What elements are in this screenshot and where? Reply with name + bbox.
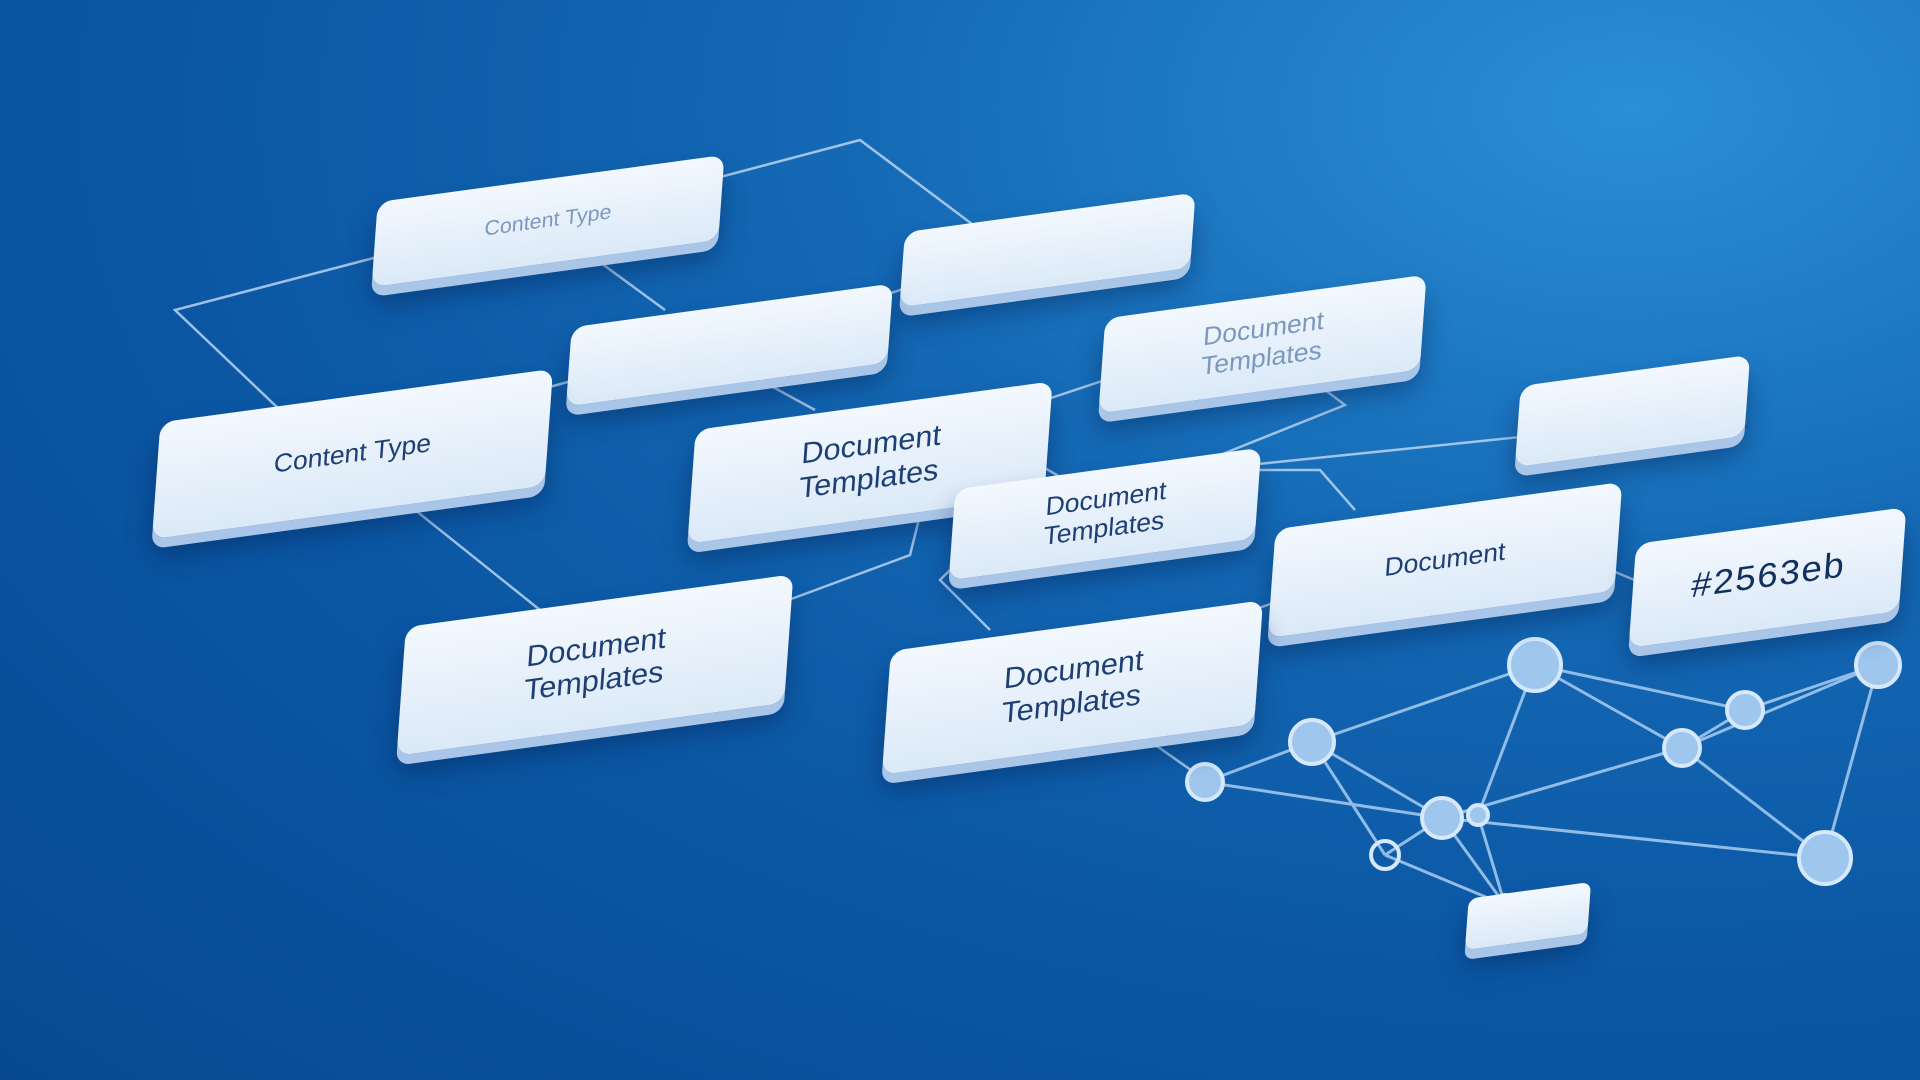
network-node [1420,796,1464,840]
connector-top-to-middle [589,253,666,312]
network-node [1369,839,1401,871]
network-node [1662,728,1702,768]
network-node [1288,718,1336,766]
network-node [1725,690,1765,730]
connector-top-loop [172,253,386,411]
network-node [1854,641,1902,689]
card-title: Content Type [483,200,613,241]
network-node [1507,637,1563,693]
connector-middle-to-center [759,378,816,412]
network-node [1797,830,1853,886]
connector-center-to-bottom-left [774,494,927,607]
connector-upper-right-down [1219,374,1348,457]
network-node [1466,803,1490,827]
network-nodes [1185,637,1902,917]
card-title: Content Type [272,427,433,479]
connector-top-to-right [689,138,981,231]
card-title: Document [1383,535,1507,583]
connector-left-down [389,489,541,611]
network-graph [1204,663,1880,907]
network-node [1185,762,1225,802]
card-label: #2563eb [1688,546,1847,609]
